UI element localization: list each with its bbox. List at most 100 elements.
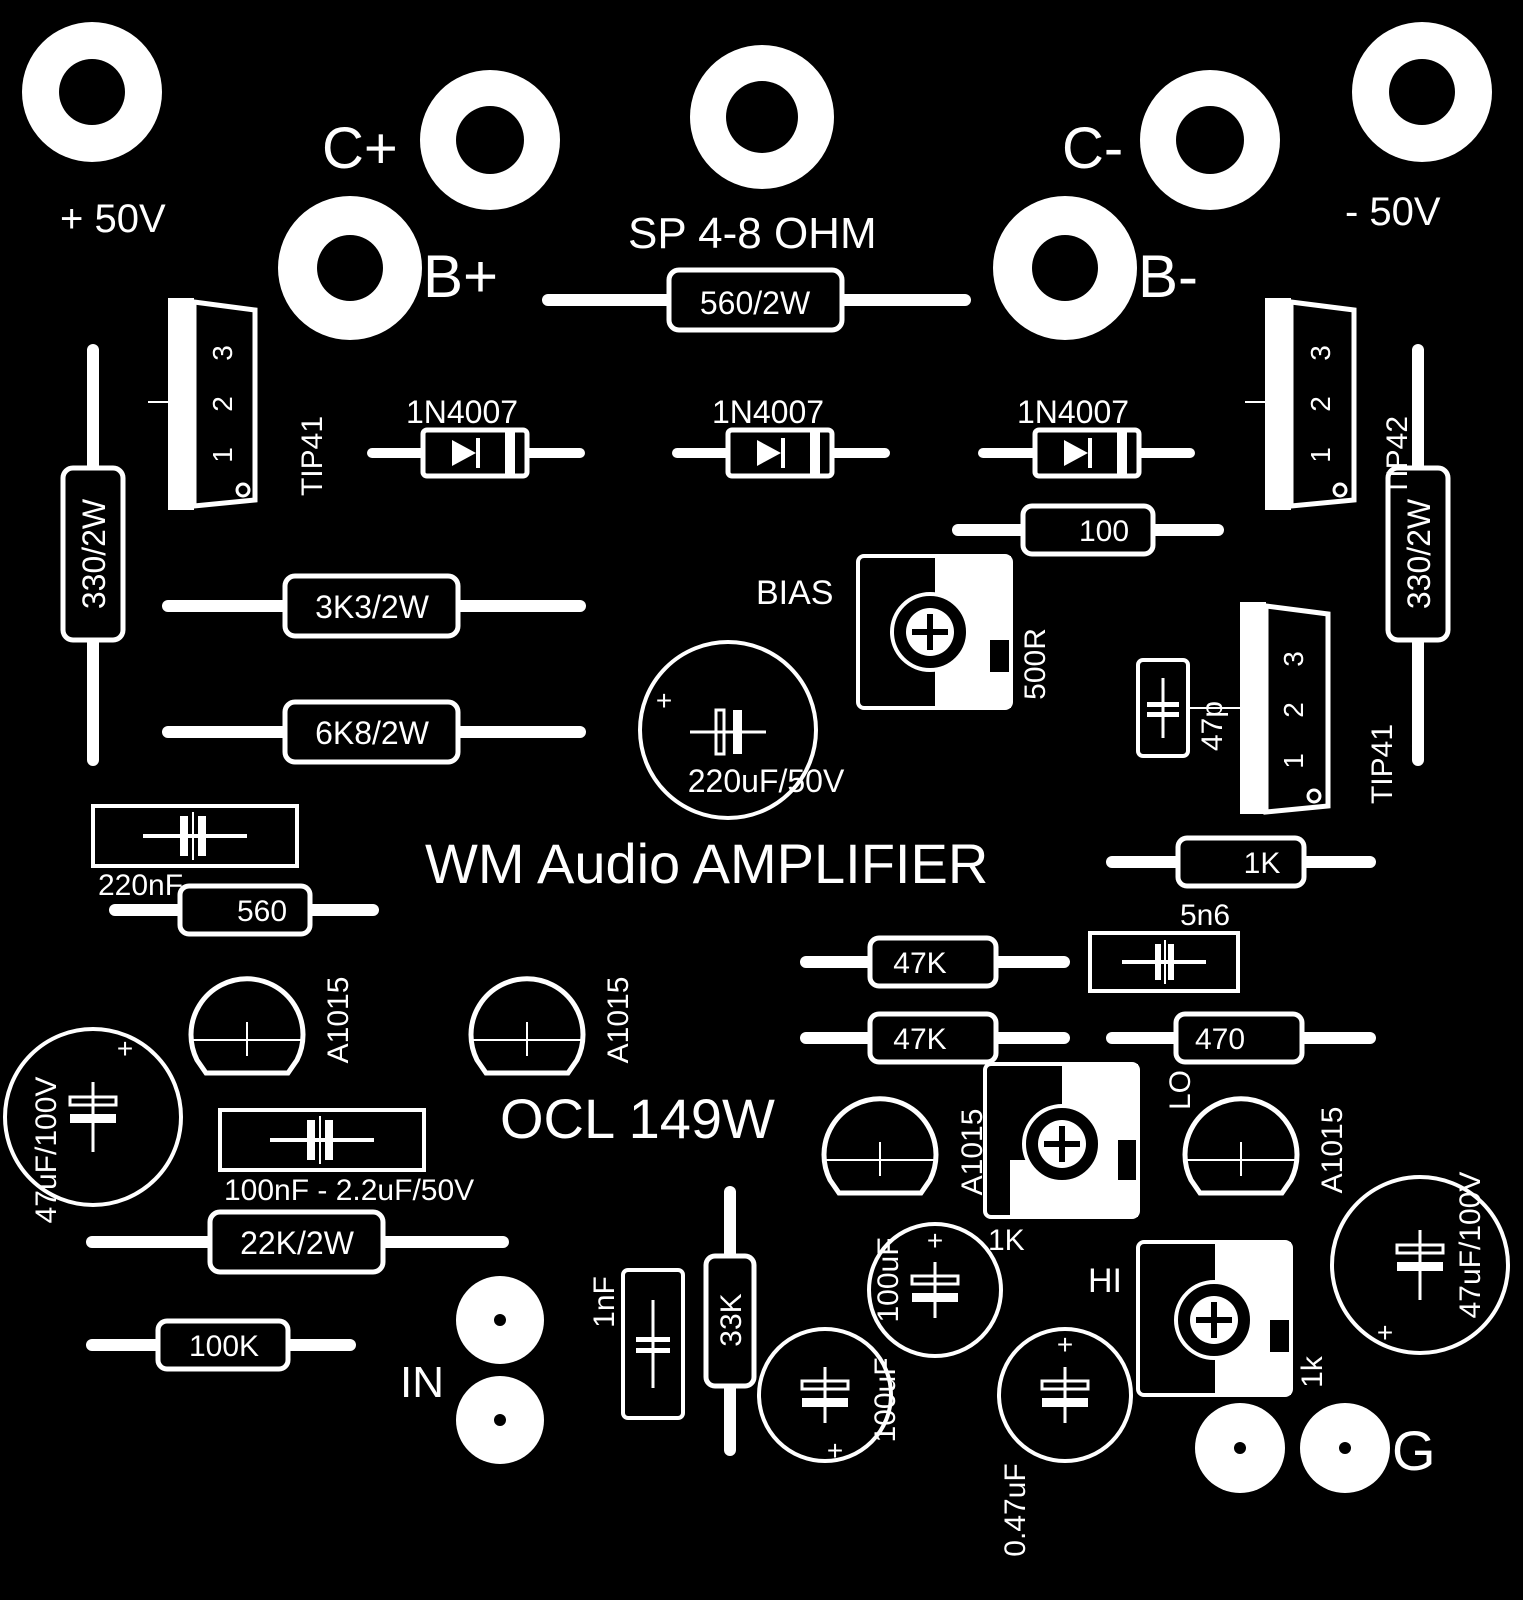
resistor-22k-2w: 22K/2W [86,1209,509,1275]
label-speaker: SP 4-8 OHM [628,209,877,258]
capacitor-1nf: 1nF [588,1268,685,1420]
tip42-pin-1: 1 [1305,447,1336,463]
resistor-47k-a-label: 47K [893,947,946,980]
resistor-330-2w-right: 330/2W [1385,344,1451,766]
cap-220uf-plus: + [656,685,672,716]
capacitor-47uf-100v-right-label: 47uF/100V [1454,1172,1487,1319]
capacitor-5n6: 5n6 [1088,899,1240,993]
pad-b-plus [278,196,422,340]
capacitor-100nf: 100nF - 2.2uF/50V [218,1108,474,1207]
cap-100uf-b-plus: + [827,1435,843,1466]
resistor-470-label: 470 [1195,1023,1245,1056]
capacitor-100uf-a: + 100uF [867,1222,1003,1358]
capacitor-220uf-50v-label: 220uF/50V [688,763,845,799]
resistor-330-2w-left: 330/2W [60,344,126,766]
resistor-100k-label: 100K [189,1330,259,1363]
trimmer-lo: LO 1K [983,1062,1197,1257]
diode-3-label: 1N4007 [1017,394,1129,430]
transistor-tip42-right: 1 2 3 TIP42 [1245,298,1414,510]
pad-c-minus [1140,70,1280,210]
transistor-tip41-driver: 1 2 3 TIP41 [1220,602,1399,815]
resistor-1k: 1K [1106,835,1376,889]
label-ground: G [1392,1419,1436,1482]
capacitor-100nf-label: 100nF - 2.2uF/50V [224,1174,474,1207]
trimmer-bias: BIAS 500R [756,554,1052,710]
transistor-a1015-4: A1015 [1182,1096,1349,1196]
label-b-minus: B- [1138,243,1198,310]
trimmer-hi-value: 1k [1296,1355,1329,1388]
board-title: WM Audio AMPLIFIER [425,832,988,895]
transistor-a1015-1: A1015 [188,976,355,1076]
tip41-driver-pin-2: 2 [1278,702,1309,718]
resistor-560: 560 [109,883,379,937]
label-c-plus: C+ [322,116,398,181]
trimmer-lo-value: 1K [988,1224,1025,1257]
diode-3: 1N4007 [978,394,1195,479]
capacitor-0-47uf-label: 0.47uF [999,1463,1032,1556]
pad-minus-50v [1352,22,1492,162]
resistor-100-label: 100 [1079,515,1129,548]
resistor-47k-b-label: 47K [893,1023,946,1056]
transistor-a1015-2: A1015 [468,976,635,1076]
capacitor-220nf: 220nF [91,804,299,902]
cap-47uf-left-plus: + [117,1033,133,1064]
pad-input [456,1276,544,1464]
resistor-22k-2w-label: 22K/2W [240,1225,355,1261]
label-c-minus: C- [1062,116,1123,181]
resistor-330-2w-right-label: 330/2W [1401,498,1437,609]
resistor-560-2w: 560/2W [542,267,971,333]
trimmer-lo-label: LO [1164,1070,1197,1110]
trimmer-hi-label: HI [1088,1262,1122,1300]
pad-ground [1195,1403,1390,1493]
resistor-3k3-2w-label: 3K3/2W [315,589,430,625]
pad-plus-50v [22,22,162,162]
pad-speaker-center [690,45,834,189]
resistor-47k-a: 47K [800,935,1070,989]
diode-2: 1N4007 [672,394,890,479]
trimmer-bias-label: BIAS [756,574,833,612]
capacitor-47uf-100v-left-label: 47uF/100V [30,1077,63,1224]
resistor-6k8-2w: 6K8/2W [162,699,586,765]
capacitor-1nf-label: 1nF [588,1276,621,1328]
capacitor-220uf-50v: + 220uF/50V [638,640,845,820]
cap-100uf-a-plus: + [927,1225,943,1256]
cap-47uf-right-plus: + [1377,1317,1393,1348]
a1015-1-label: A1015 [322,977,355,1064]
trimmer-bias-value: 500R [1019,628,1052,700]
tip41-driver-pin-3: 3 [1278,651,1309,667]
resistor-1k-label: 1K [1244,847,1281,880]
resistor-3k3-2w: 3K3/2W [162,573,586,639]
a1015-4-label: A1015 [1316,1107,1349,1194]
diode-1: 1N4007 [367,394,585,479]
pad-c-plus [420,70,560,210]
transistor-tip41-left: 1 2 3 TIP41 [148,298,329,510]
tip41-left-pin-1: 1 [207,447,238,463]
tip42-pin-2: 2 [1305,396,1336,412]
capacitor-220nf-label: 220nF [98,869,183,902]
label-input: IN [400,1358,444,1407]
diode-2-label: 1N4007 [712,394,824,430]
resistor-560-2w-label: 560/2W [700,285,811,321]
tip41-left-label: TIP41 [296,416,329,496]
resistor-47k-b: 47K [800,1011,1070,1065]
tip42-label: TIP42 [1381,416,1414,496]
label-b-plus: B+ [423,243,498,310]
resistor-6k8-2w-label: 6K8/2W [315,715,430,751]
cap-0-47uf-plus: + [1057,1329,1073,1360]
resistor-470: 470 [1106,1011,1376,1065]
capacitor-47p: 47p [1136,658,1229,758]
capacitor-5n6-label: 5n6 [1180,899,1230,932]
tip41-left-pin-2: 2 [207,396,238,412]
resistor-100k: 100K [86,1318,356,1372]
tip41-driver-pin-1: 1 [1278,753,1309,769]
label-plus-50v: + 50V [60,197,166,241]
diode-1-label: 1N4007 [406,394,518,430]
capacitor-47uf-100v-right: + 47uF/100V [1330,1172,1510,1355]
resistor-560-label: 560 [237,895,287,928]
board-subtitle: OCL 149W [500,1087,775,1150]
resistor-33k: 33K [703,1186,757,1456]
capacitor-100uf-b: + 100uF [757,1327,902,1466]
capacitor-47uf-100v-left: + 47uF/100V [3,1027,183,1224]
label-minus-50v: - 50V [1345,190,1441,234]
